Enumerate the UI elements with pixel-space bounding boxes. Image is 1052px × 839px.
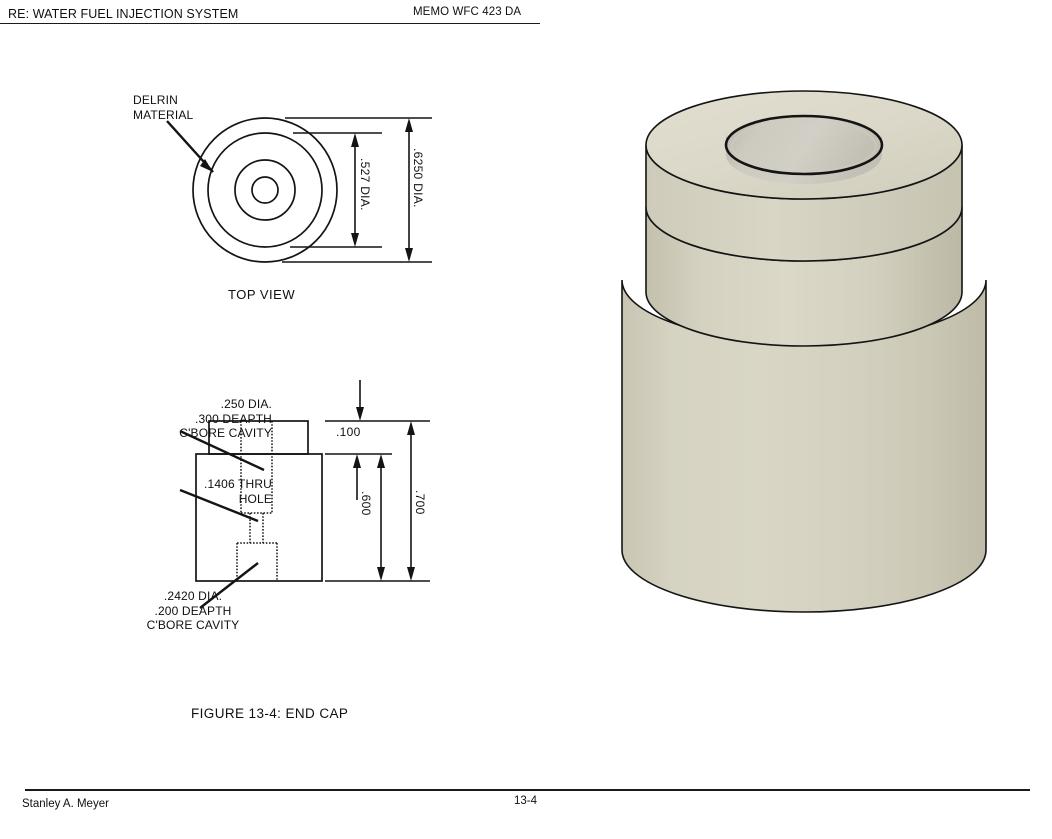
footer-divider-rule	[25, 789, 1030, 791]
header-subject-title: RE: WATER FUEL INJECTION SYSTEM	[8, 7, 239, 21]
callout-counterbore-top: .250 DIA. .300 DEAPTH C'BORE CAVITY	[179, 397, 272, 440]
top-view-title: TOP VIEW	[228, 287, 296, 302]
engineering-drawing-svg	[166, 117, 432, 609]
figure-caption: FIGURE 13-4: END CAP	[191, 706, 349, 721]
counterbore-highlight-ring	[731, 119, 877, 173]
top-view-circles	[192, 117, 338, 263]
callout-counterbore-bottom: .2420 DIA. .200 DEAPTH C'BORE CAVITY	[146, 589, 240, 632]
footer-page-number: 13-4	[514, 795, 538, 807]
delrin-material-label: DELRIN MATERIAL	[133, 93, 194, 122]
section-view-extension-lines	[325, 420, 430, 582]
dimension-overall-height: .700	[413, 490, 427, 515]
dimension-flange-thickness: .100	[336, 425, 361, 439]
header-divider-rule	[0, 23, 540, 24]
section-view-dimension-arrows	[353, 380, 415, 581]
dimension-body-height: .600	[359, 491, 373, 516]
section-view-internal-bores	[236, 421, 278, 581]
section-view-leader-lines	[179, 429, 265, 609]
delrin-leader-line	[166, 120, 214, 173]
callout-thru-hole: .1406 THRU HOLE	[204, 477, 272, 506]
top-view-extension-lines	[282, 117, 432, 263]
dimension-bore-diameter: .527 DIA.	[358, 158, 372, 211]
iso-geometry	[621, 90, 987, 613]
counterbore-opening	[724, 114, 884, 176]
header-memo-number: MEMO WFC 423 DA	[413, 6, 522, 18]
section-view-body	[195, 420, 323, 582]
end-cap-3d-render	[621, 90, 987, 613]
page-header: RE: WATER FUEL INJECTION SYSTEM MEMO WFC…	[0, 0, 1052, 34]
dimension-outer-diameter: .6250 DIA.	[411, 148, 425, 208]
top-view-dimension-arrows	[351, 118, 413, 262]
footer-author-name: Stanley A. Meyer	[22, 798, 109, 810]
